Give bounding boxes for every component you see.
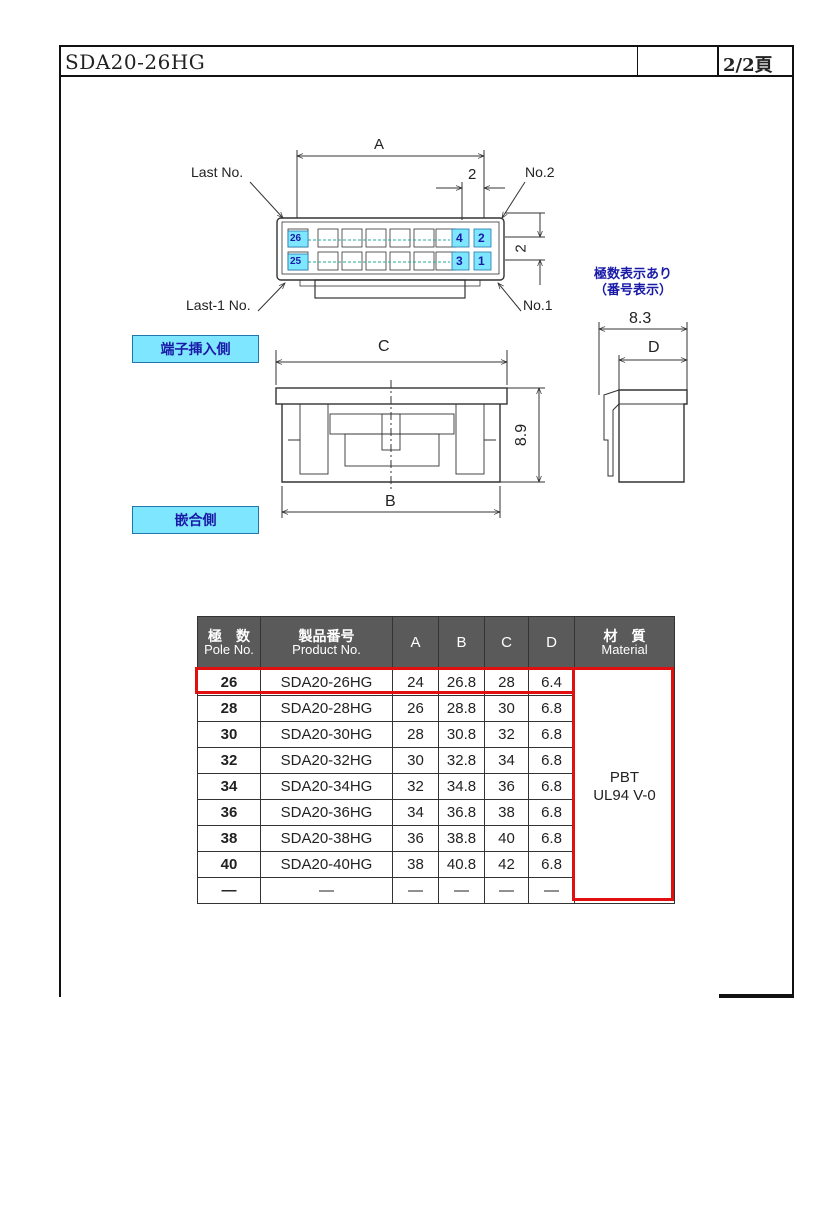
b-cell: 28.8 bbox=[438, 695, 485, 722]
a-cell: 26 bbox=[392, 695, 439, 722]
b-cell: 32.8 bbox=[438, 747, 485, 774]
product-cell: SDA20-30HG bbox=[260, 721, 393, 748]
a-cell: 30 bbox=[392, 747, 439, 774]
b-cell: — bbox=[438, 877, 485, 904]
dim-83-label: 8.3 bbox=[629, 310, 652, 327]
b-cell: 36.8 bbox=[438, 799, 485, 826]
d-cell: 6.8 bbox=[528, 747, 575, 774]
last-no-label: Last No. bbox=[191, 164, 244, 180]
dim-a-label: A bbox=[374, 136, 385, 153]
pole-cell: 30 bbox=[197, 721, 261, 748]
pole-cell: — bbox=[197, 877, 261, 904]
no1-label: No.1 bbox=[523, 297, 553, 313]
title-divider bbox=[637, 47, 638, 75]
table-row: —————— bbox=[197, 877, 675, 904]
a-cell: 34 bbox=[392, 799, 439, 826]
c-cell: 40 bbox=[484, 825, 529, 852]
d-cell: 6.8 bbox=[528, 695, 575, 722]
product-cell: SDA20-38HG bbox=[260, 825, 393, 852]
pin-25-label: 25 bbox=[290, 256, 302, 267]
a-cell: 28 bbox=[392, 721, 439, 748]
pole-cell: 38 bbox=[197, 825, 261, 852]
a-cell: — bbox=[392, 877, 439, 904]
dim-pitch-h-label: 2 bbox=[468, 166, 477, 183]
d-cell: 6.8 bbox=[528, 773, 575, 800]
connector-drawing bbox=[249, 150, 688, 518]
highlight-row-box bbox=[195, 667, 575, 694]
frame-corner-bar bbox=[719, 994, 794, 998]
last1-no-label: Last-1 No. bbox=[186, 297, 251, 313]
b-cell: 38.8 bbox=[438, 825, 485, 852]
mating-side-tag: 嵌合側 bbox=[132, 506, 259, 534]
a-cell: 36 bbox=[392, 825, 439, 852]
dim-b-label: B bbox=[385, 493, 396, 510]
pole-cell: 32 bbox=[197, 747, 261, 774]
title-block: SDA20-26HG 2/2頁 bbox=[59, 45, 794, 77]
pin-3-label: 3 bbox=[456, 254, 463, 268]
pole-number-note-line1: 極数表示あり bbox=[593, 266, 672, 281]
page-number: 2/2頁 bbox=[723, 55, 773, 76]
product-cell: SDA20-36HG bbox=[260, 799, 393, 826]
c-cell: 34 bbox=[484, 747, 529, 774]
a-cell: 38 bbox=[392, 851, 439, 878]
document-title: SDA20-26HG bbox=[65, 50, 206, 74]
header-c: C bbox=[484, 616, 529, 670]
pole-cell: 34 bbox=[197, 773, 261, 800]
d-cell: 6.8 bbox=[528, 851, 575, 878]
material-line: PBT bbox=[609, 768, 640, 786]
d-cell: 6.8 bbox=[528, 825, 575, 852]
b-cell: 30.8 bbox=[438, 721, 485, 748]
insertion-side-tag: 端子挿入側 bbox=[132, 335, 259, 363]
c-cell: — bbox=[484, 877, 529, 904]
pole-cell: 36 bbox=[197, 799, 261, 826]
product-cell: SDA20-40HG bbox=[260, 851, 393, 878]
header-d: D bbox=[528, 616, 575, 670]
pole-cell: 40 bbox=[197, 851, 261, 878]
product-cell: SDA20-32HG bbox=[260, 747, 393, 774]
a-cell: 32 bbox=[392, 773, 439, 800]
product-cell: SDA20-34HG bbox=[260, 773, 393, 800]
pole-number-note: 極数表示あり （番号表示） bbox=[582, 266, 684, 298]
dim-d-label: D bbox=[648, 339, 660, 356]
dim-pitch-v-label: 2 bbox=[512, 244, 530, 253]
c-cell: 36 bbox=[484, 773, 529, 800]
material-line: UL94 V-0 bbox=[593, 786, 656, 804]
header-a: A bbox=[392, 616, 439, 670]
pole-number-note-line2: （番号表示） bbox=[593, 282, 672, 297]
d-cell: 6.8 bbox=[528, 721, 575, 748]
c-cell: 30 bbox=[484, 695, 529, 722]
b-cell: 40.8 bbox=[438, 851, 485, 878]
pin-4-label: 4 bbox=[456, 231, 463, 245]
pin-26-label: 26 bbox=[290, 233, 302, 244]
header-b: B bbox=[438, 616, 485, 670]
dim-89-label: 8.9 bbox=[513, 423, 531, 447]
pin-1-label: 1 bbox=[478, 254, 485, 268]
c-cell: 42 bbox=[484, 851, 529, 878]
dim-c-label: C bbox=[378, 338, 390, 355]
product-cell: SDA20-28HG bbox=[260, 695, 393, 722]
page-divider bbox=[717, 47, 719, 75]
d-cell: — bbox=[528, 877, 575, 904]
highlight-material-box bbox=[572, 667, 674, 901]
product-cell: — bbox=[260, 877, 393, 904]
c-cell: 38 bbox=[484, 799, 529, 826]
c-cell: 32 bbox=[484, 721, 529, 748]
pole-cell: 28 bbox=[197, 695, 261, 722]
d-cell: 6.8 bbox=[528, 799, 575, 826]
b-cell: 34.8 bbox=[438, 773, 485, 800]
pin-2-label: 2 bbox=[478, 231, 485, 245]
no2-label: No.2 bbox=[525, 164, 555, 180]
